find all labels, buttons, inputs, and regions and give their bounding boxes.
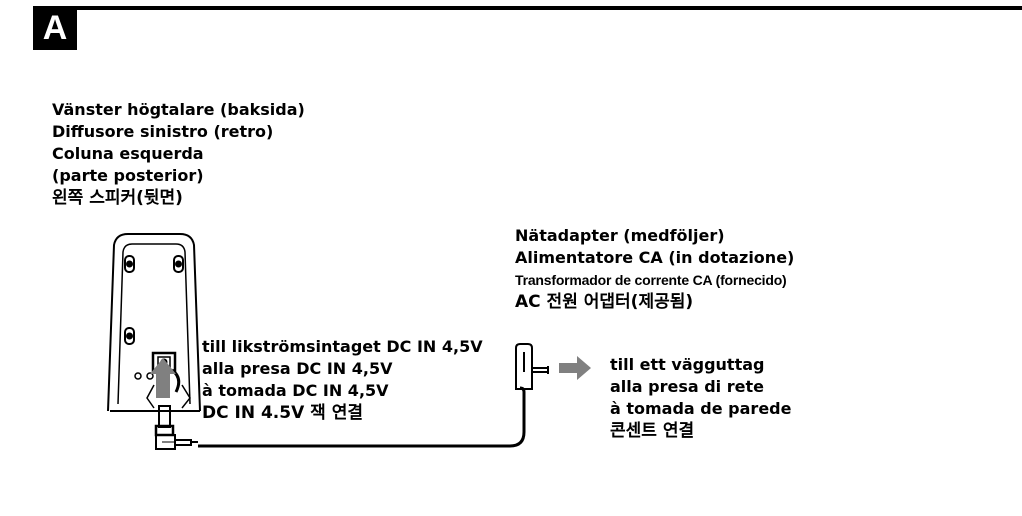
arrow-up-icon xyxy=(150,358,176,398)
arrow-right-icon xyxy=(559,356,591,380)
top-rule xyxy=(33,6,1022,10)
outlet-label-line-pt: à tomada de parede xyxy=(610,399,792,418)
adapter-label-line-it: Alimentatore CA (in dotazione) xyxy=(515,248,795,267)
speaker-label-line-pt: Coluna esquerda xyxy=(52,144,204,163)
speaker-label-line-sv: Vänster högtalare (baksida) xyxy=(52,100,305,119)
speaker-label-line-it: Diffusore sinistro (retro) xyxy=(52,122,274,141)
dc-plug-icon xyxy=(154,405,198,450)
dc-label-line-it: alla presa DC IN 4,5V xyxy=(202,359,393,378)
speaker-label-line-ko: 왼쪽 스피커(뒷면) xyxy=(52,188,183,208)
speaker-screw xyxy=(173,255,184,273)
outlet-label-line-ko: 콘센트 연결 xyxy=(610,421,695,441)
outlet-label-line-sv: till ett vägguttag xyxy=(610,355,765,374)
dc-label-line-pt: à tomada DC IN 4,5V xyxy=(202,381,389,400)
section-badge: A xyxy=(33,6,77,50)
outlet-label: till ett vägguttag alla presa di rete à … xyxy=(610,354,791,442)
speaker-port-hole xyxy=(134,372,142,380)
adapter-label-line-ko: AC 전원 어댑터(제공됨) xyxy=(515,292,694,312)
dc-label-line-sv: till likströmsintaget DC IN 4,5V xyxy=(202,337,483,356)
outlet-label-line-it: alla presa di rete xyxy=(610,377,764,396)
speaker-label: Vänster högtalare (baksida) Diffusore si… xyxy=(52,99,305,209)
speaker-port-hole xyxy=(146,372,154,380)
adapter-label-line-pt: Transformador de corrente CA (fornecido) xyxy=(515,272,787,288)
adapter-label-line-sv: Nätadapter (medföljer) xyxy=(515,226,725,245)
speaker-rear-illustration xyxy=(107,233,201,412)
speaker-screw xyxy=(124,327,135,345)
adapter-label: Nätadapter (medföljer) Alimentatore CA (… xyxy=(515,225,794,313)
dc-label-line-ko: DC IN 4.5V 잭 연결 xyxy=(202,403,364,423)
dc-jack-label: till likströmsintaget DC IN 4,5V alla pr… xyxy=(202,336,483,424)
speaker-label-line-pt2: (parte posterior) xyxy=(52,166,204,185)
power-cord xyxy=(198,386,526,448)
speaker-screw xyxy=(124,255,135,273)
ac-adapter-plug xyxy=(515,343,549,390)
